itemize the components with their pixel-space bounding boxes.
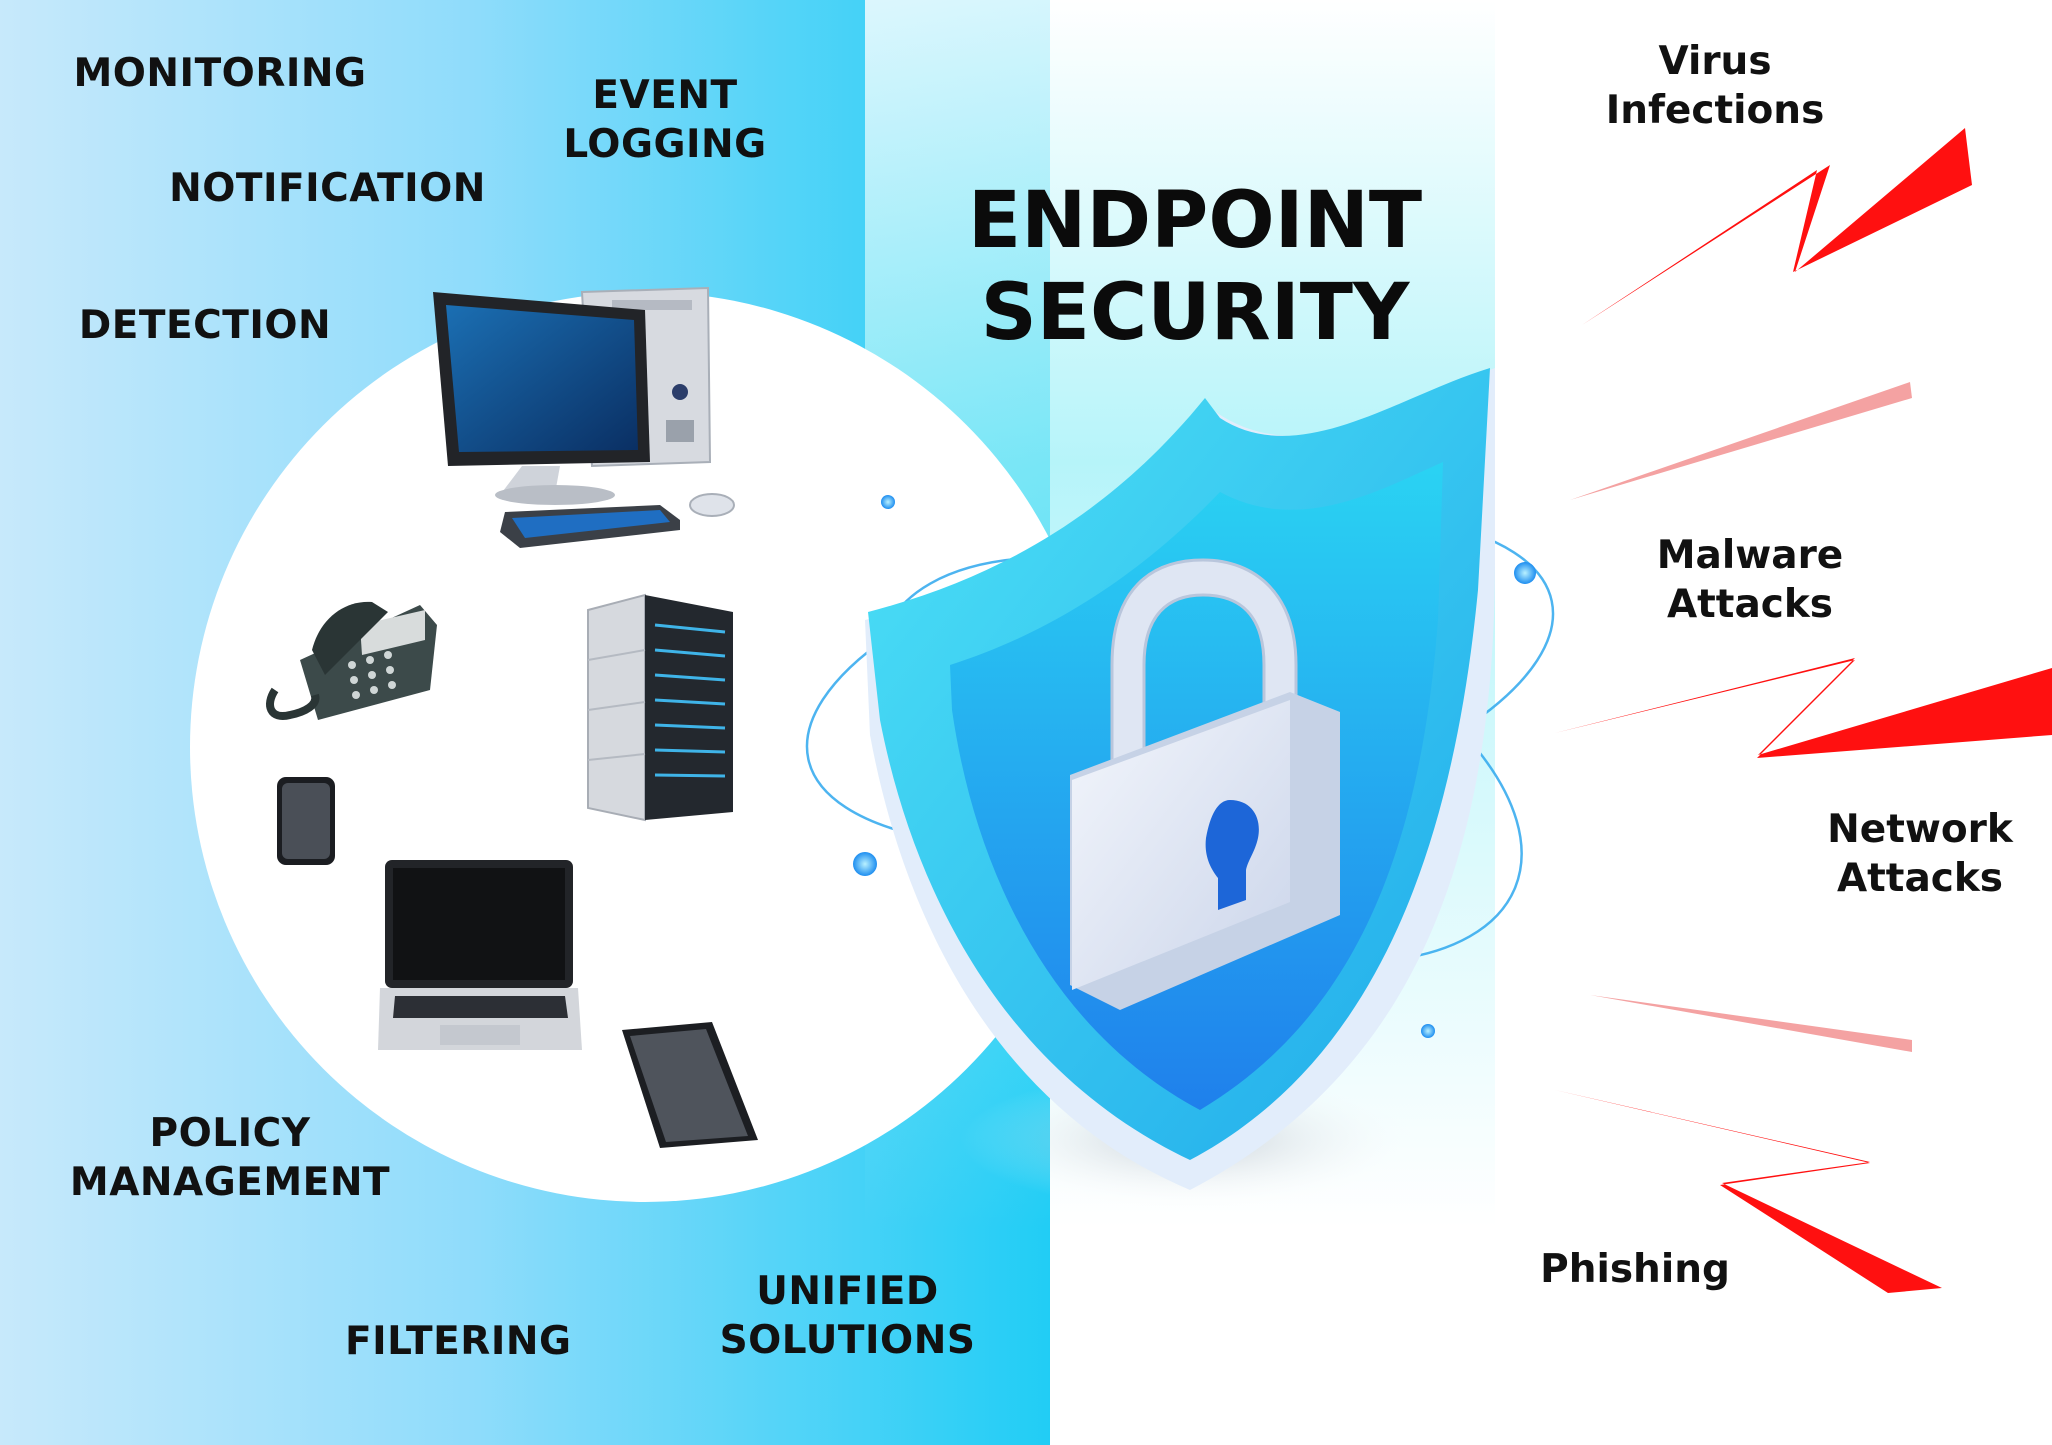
desktop-computer-icon (433, 286, 735, 548)
lightning-bolt-icon (1555, 128, 2052, 1293)
threat-network-attacks: Network Attacks (1827, 807, 2013, 901)
feature-unified-solutions: UNIFIED SOLUTIONS (719, 1269, 976, 1363)
faint-bolt-traces (1570, 382, 1912, 1052)
threat-phishing: Phishing (1540, 1247, 1730, 1292)
feature-event-logging: EVENT LOGGING (563, 73, 767, 167)
feature-policy-management: POLICY MANAGEMENT (69, 1111, 391, 1205)
feature-filtering: FILTERING (345, 1319, 572, 1364)
padlock-icon (1070, 558, 1340, 1010)
feature-monitoring: MONITORING (73, 51, 367, 96)
laptop-icon (378, 860, 582, 1050)
tablet-icon (622, 1022, 758, 1148)
server-tower-icon (587, 593, 733, 822)
page-title: ENDPOINT SECURITY (967, 176, 1423, 359)
feature-detection: DETECTION (78, 303, 332, 348)
threat-malware-attacks: Malware Attacks (1656, 533, 1844, 627)
desk-phone-icon (266, 601, 437, 720)
smartphone-icon (277, 777, 335, 865)
feature-notification: NOTIFICATION (169, 166, 486, 211)
orbit-dots (853, 495, 1536, 1038)
threat-virus-infections: Virus Infections (1605, 39, 1825, 133)
